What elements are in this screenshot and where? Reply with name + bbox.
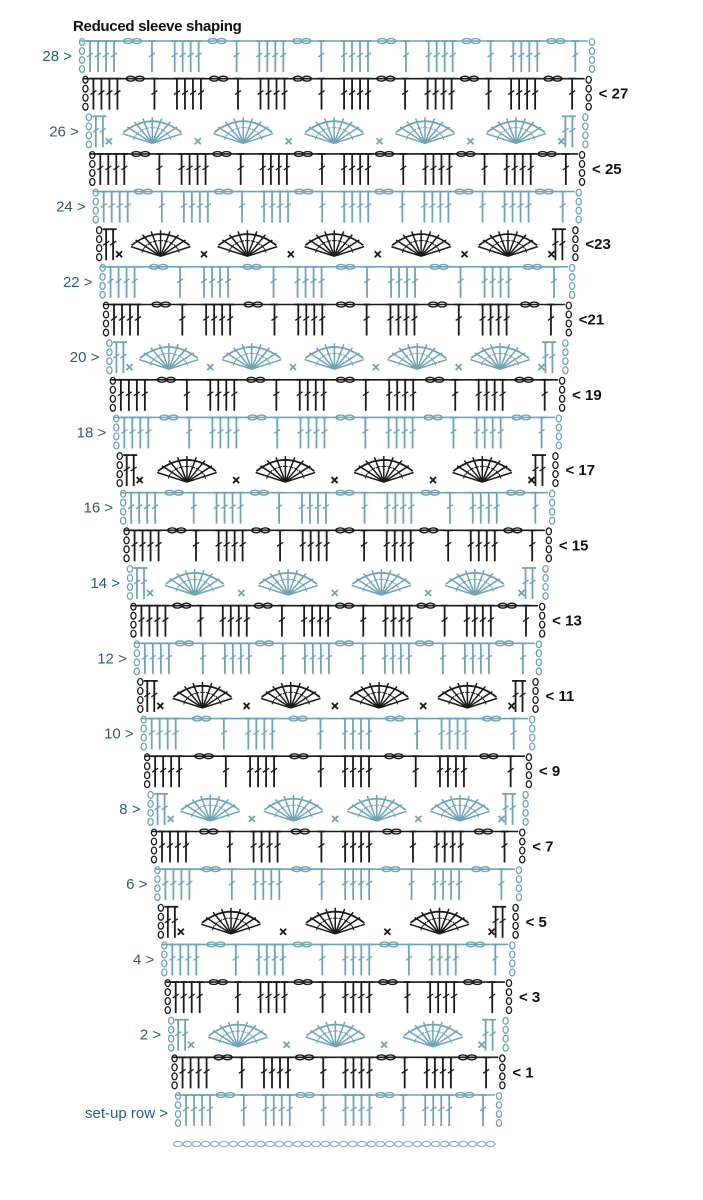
row-label-26: 26 >: [49, 123, 79, 140]
row-2: [167, 1016, 509, 1052]
row-label-6: 6 >: [126, 876, 148, 893]
row-label-24: 24 >: [56, 199, 86, 216]
row-label-25: < 25: [592, 161, 622, 178]
row-12: [133, 640, 543, 676]
row-label-3: < 3: [519, 989, 540, 1006]
row-9: [143, 753, 533, 789]
row-label-21: <21: [579, 312, 604, 329]
row-24: [92, 188, 582, 224]
row-label-9: < 9: [539, 763, 560, 780]
row-label-20: 20 >: [70, 349, 100, 366]
row-14: [126, 564, 549, 601]
row-27: [82, 75, 592, 111]
row-20: [106, 339, 569, 375]
row-label-11: < 11: [546, 688, 575, 705]
setup-row: [174, 1091, 503, 1128]
row-3: [164, 978, 513, 1015]
row-13: [130, 602, 546, 638]
chart-title: Reduced sleeve shaping: [73, 18, 242, 35]
row-4: [161, 941, 516, 977]
row-label-2: 2 >: [140, 1027, 162, 1044]
row-label-27: < 27: [599, 86, 629, 103]
row-label-18: 18 >: [77, 424, 107, 441]
row-23: [95, 226, 579, 262]
row-25: [89, 150, 586, 186]
row-label-12: 12 >: [97, 650, 127, 667]
row-28: [78, 37, 596, 74]
row-label-28: 28 >: [42, 48, 72, 65]
row-19: [109, 376, 566, 412]
row-16: [119, 489, 556, 525]
row-label-0: set-up row >: [85, 1105, 168, 1122]
row-18: [113, 414, 563, 450]
row-21: [102, 301, 573, 337]
row-label-1: < 1: [512, 1064, 533, 1081]
row-26: [85, 113, 589, 149]
row-label-13: < 13: [552, 613, 582, 630]
row-label-5: < 5: [526, 914, 547, 931]
row-label-19: < 19: [572, 387, 602, 404]
row-8: [147, 790, 529, 826]
row-7: [150, 828, 526, 864]
row-label-15: < 15: [559, 537, 589, 554]
row-label-23: <23: [585, 236, 610, 253]
row-label-14: 14 >: [90, 575, 120, 592]
foundation-chain-icon: [173, 1140, 496, 1148]
row-label-4: 4 >: [133, 951, 155, 968]
row-10: [140, 715, 536, 751]
row-15: [123, 527, 553, 563]
row-label-16: 16 >: [84, 500, 114, 517]
row-label-7: < 7: [532, 839, 553, 856]
row-label-8: 8 >: [119, 801, 141, 818]
row-label-10: 10 >: [104, 726, 134, 743]
row-11: [137, 677, 539, 713]
row-label-22: 22 >: [63, 274, 93, 291]
row-5: [157, 903, 519, 939]
row-6: [154, 866, 523, 902]
row-22: [99, 263, 576, 299]
row-label-17: < 17: [565, 462, 595, 479]
row-17: [116, 452, 559, 488]
row-1: [171, 1054, 506, 1090]
